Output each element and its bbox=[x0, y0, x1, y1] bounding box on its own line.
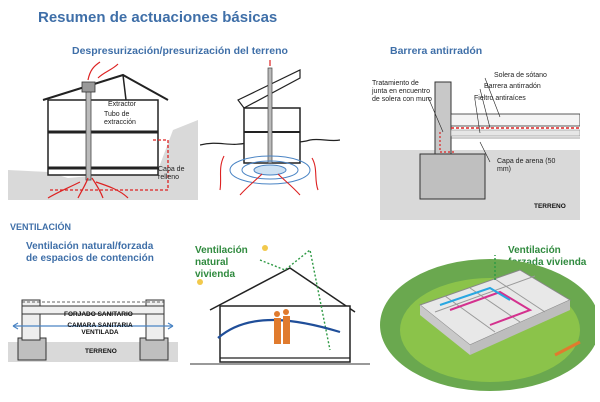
page-title: Resumen de actuaciones básicas bbox=[38, 9, 278, 26]
label-forjado: FORJADO SANITARIO bbox=[64, 311, 133, 318]
contencion-heading: Ventilación natural/forzada de espacios … bbox=[26, 241, 154, 264]
label-capa-relleno: Capa de relleno bbox=[158, 166, 185, 181]
natural-heading: Ventilación natural vivienda bbox=[195, 245, 248, 280]
label-terreno-crawl: TERRENO bbox=[85, 348, 117, 355]
house-section-diagram bbox=[8, 61, 198, 200]
label-extractor: Extractor bbox=[108, 101, 137, 108]
barrier-heading: Barrera antirradón bbox=[390, 45, 483, 57]
label-terreno-barrier: TERRENO bbox=[534, 203, 566, 210]
label-tubo: Tubo de extracción bbox=[104, 111, 136, 126]
forzada-heading: Ventilación forzada vivienda bbox=[508, 245, 587, 268]
crawlspace-diagram bbox=[8, 299, 178, 362]
ventilation-heading: VENTILACIÓN bbox=[10, 222, 72, 232]
label-fieltro: Fieltro antiraíces bbox=[474, 95, 526, 102]
forced-ventilation-diagram bbox=[380, 255, 595, 391]
label-tratamiento: Tratamiento de junta en encuentro de sol… bbox=[372, 80, 432, 103]
label-capa-arena: Capa de arena (50 mm) bbox=[497, 158, 556, 173]
natural-ventilation-diagram bbox=[190, 245, 370, 365]
barrier-diagram bbox=[380, 77, 580, 220]
label-solera: Solera de sótano bbox=[494, 72, 547, 79]
sump-diagram bbox=[200, 60, 340, 196]
label-camara: CAMARA SANITARIA VENTILADA bbox=[67, 322, 133, 336]
label-barrera: Barrera antirradón bbox=[484, 83, 541, 90]
depressurization-heading: Despresurización/presurización del terre… bbox=[72, 45, 288, 57]
